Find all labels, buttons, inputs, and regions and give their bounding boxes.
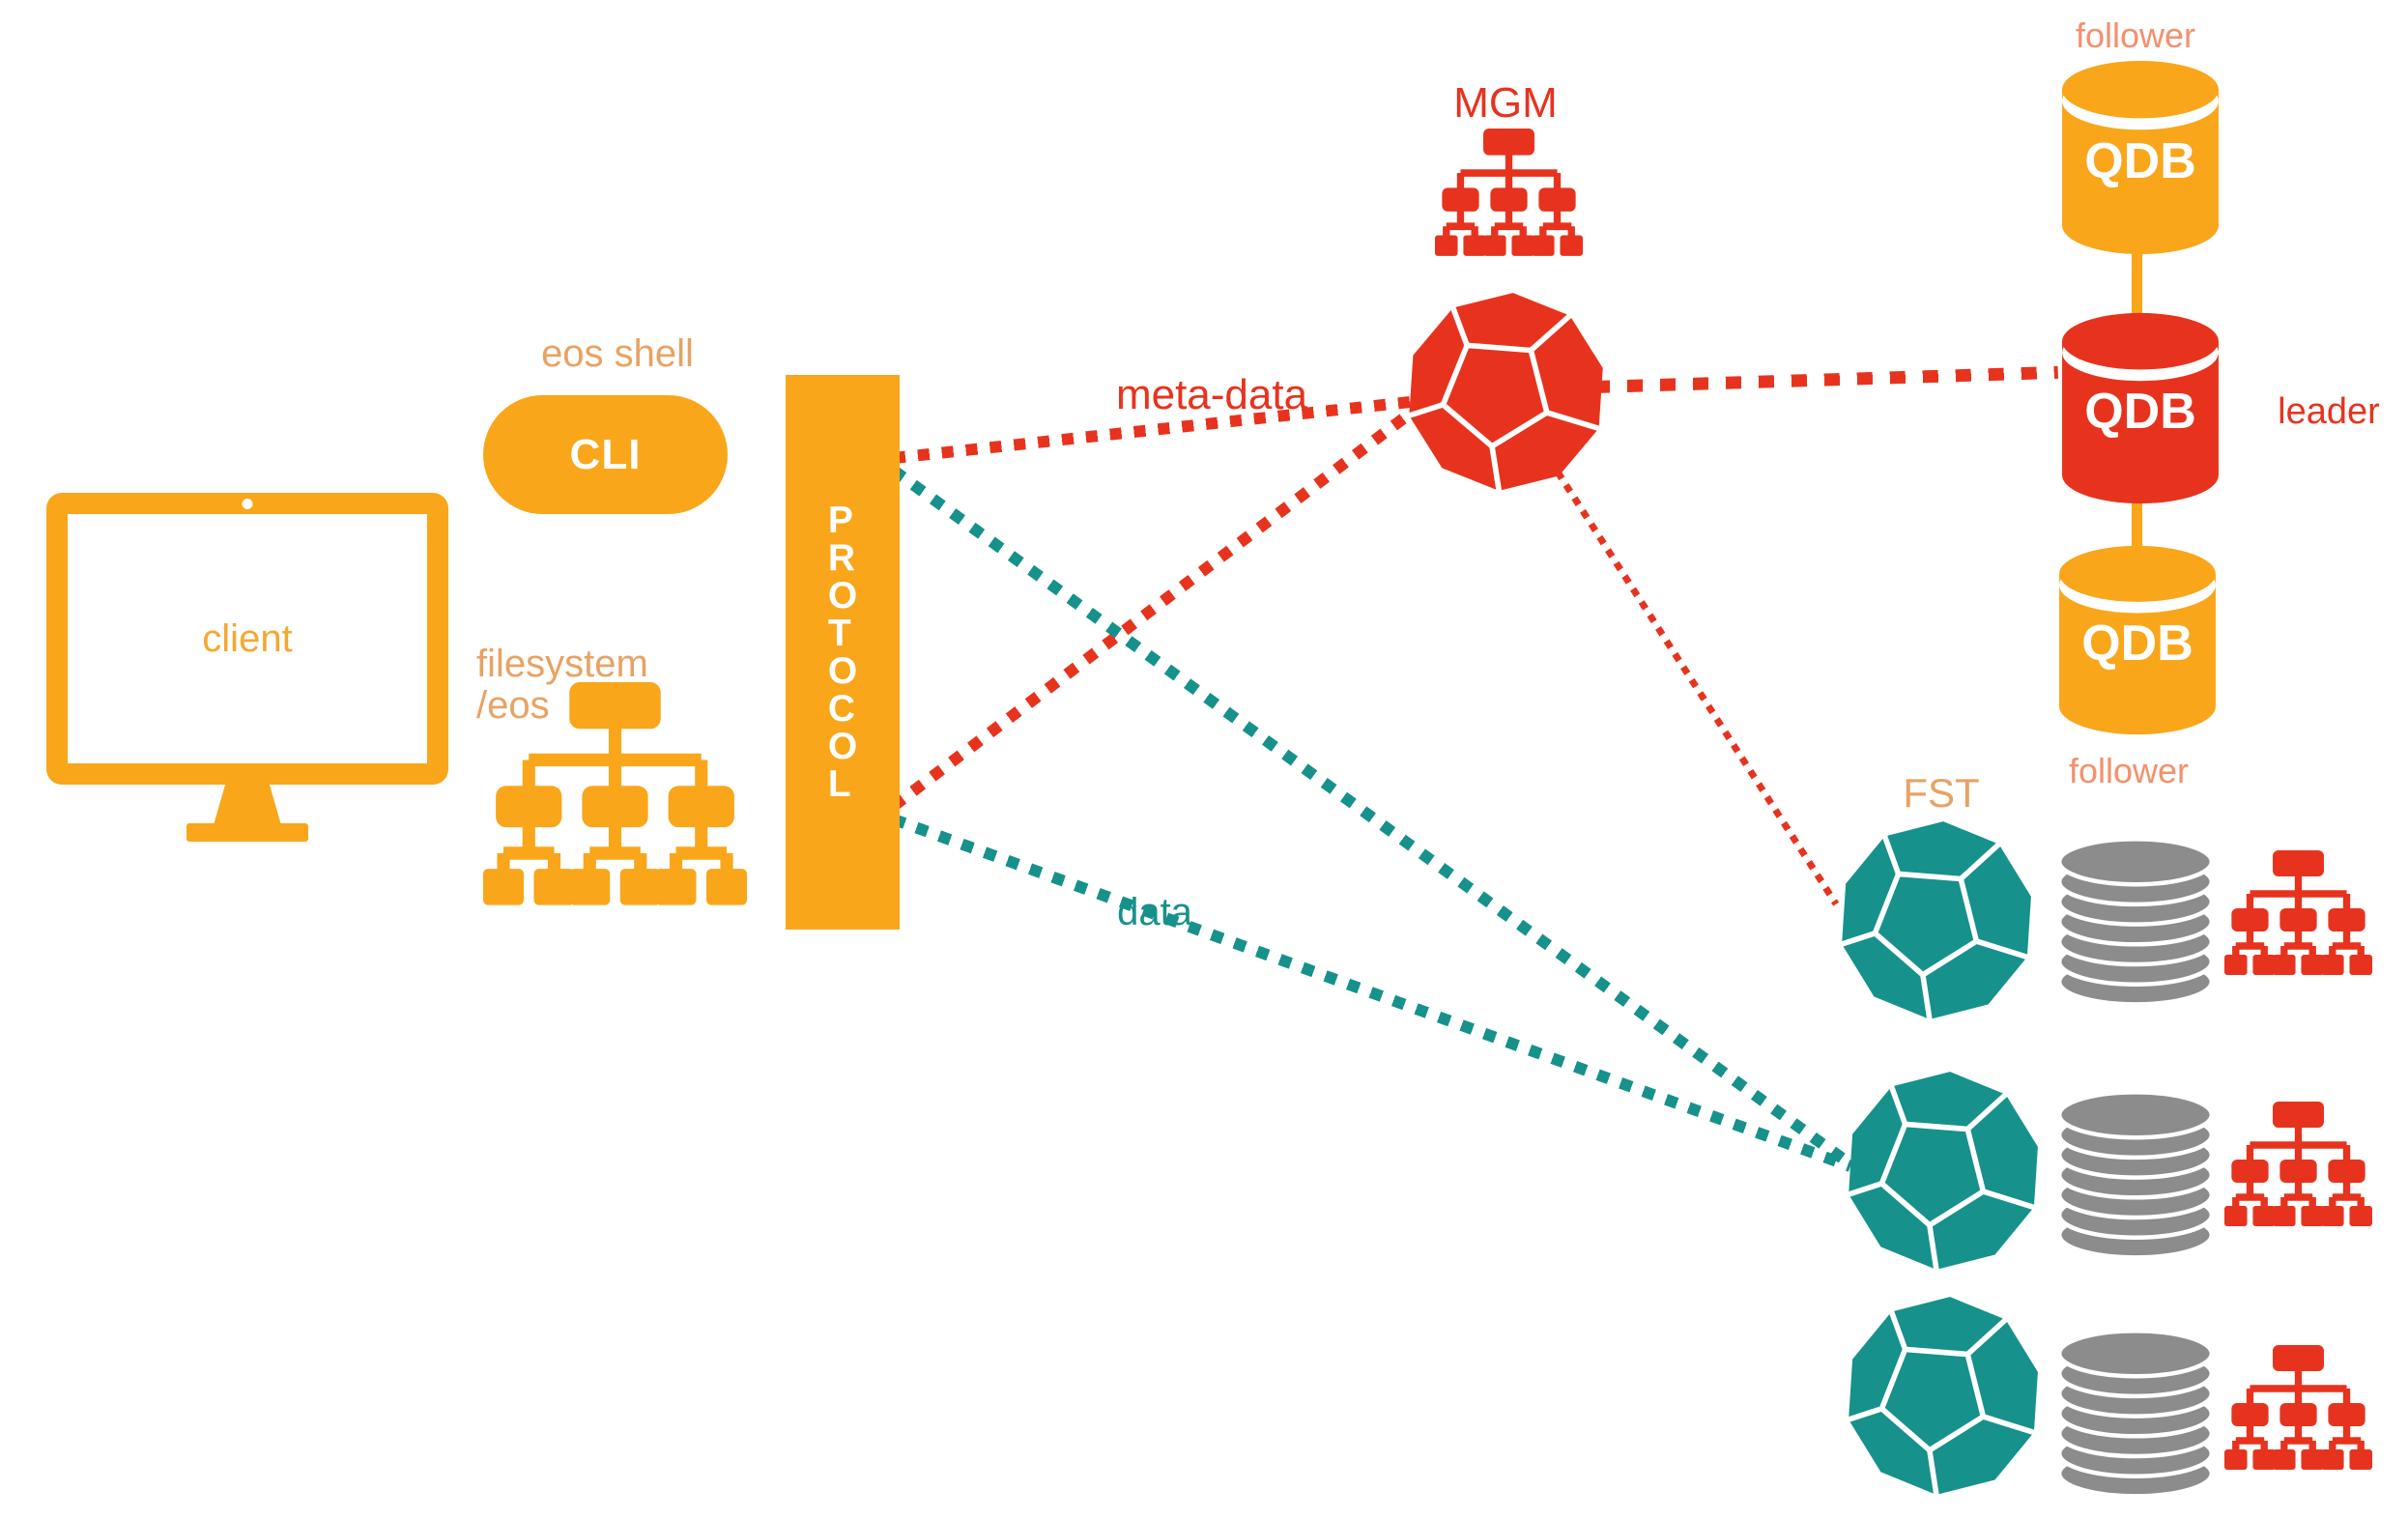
disk-stack-3-icon	[2054, 1326, 2217, 1500]
mgm-label: MGM	[1453, 79, 1558, 127]
qdb-leader-label: QDB	[2084, 384, 2196, 440]
fst-tree-3-icon	[2224, 1345, 2372, 1473]
fst-node-1-icon	[1834, 817, 2039, 1024]
mgm-fst-link	[1555, 470, 1840, 906]
eos-shell-label: eos shell	[541, 332, 694, 375]
qdb-bottom-role-label: follower	[2068, 751, 2190, 790]
camera-dot-icon	[242, 499, 253, 509]
filesystem-tree-icon	[483, 682, 747, 910]
data-link-upper	[890, 466, 1854, 1169]
fst-label: FST	[1903, 770, 1980, 816]
metadata-link-lower	[890, 399, 1426, 811]
cli-pill: CLI	[483, 395, 728, 514]
qdb-bottom-label: QDB	[2081, 616, 2193, 672]
data-link-lower	[891, 814, 1852, 1172]
metadata-edge-label: meta-data	[1115, 371, 1308, 418]
mgm-tree-icon	[1435, 129, 1583, 259]
data-edge-label: data	[1117, 891, 1192, 933]
qdb-leader-role-label: leader	[2278, 391, 2380, 432]
qdb-top-role-label: follower	[2075, 15, 2196, 55]
qdb-connector-1	[2132, 246, 2142, 319]
filesystem-label: filesystem /eos	[476, 644, 648, 727]
mgm-qdb-link	[1593, 365, 2058, 393]
fst-tree-1-icon	[2224, 850, 2372, 978]
fst-node-2-icon	[1841, 1067, 2046, 1275]
client-monitor-icon: client	[46, 493, 448, 785]
monitor-stand-neck	[214, 783, 281, 825]
fst-node-3-icon	[1841, 1292, 2046, 1500]
qdb-connector-2	[2132, 500, 2142, 550]
cli-label: CLI	[569, 430, 642, 478]
disk-stack-2-icon	[2054, 1087, 2217, 1261]
monitor-stand-base	[186, 823, 308, 842]
fst-tree-2-icon	[2224, 1102, 2372, 1229]
disk-stack-1-icon	[2054, 834, 2217, 1008]
qdb-top-label: QDB	[2084, 133, 2196, 189]
filesystem-name: filesystem	[476, 643, 648, 685]
filesystem-path: /eos	[476, 684, 550, 727]
mgm-node-icon	[1401, 288, 1611, 496]
client-label: client	[202, 616, 293, 660]
